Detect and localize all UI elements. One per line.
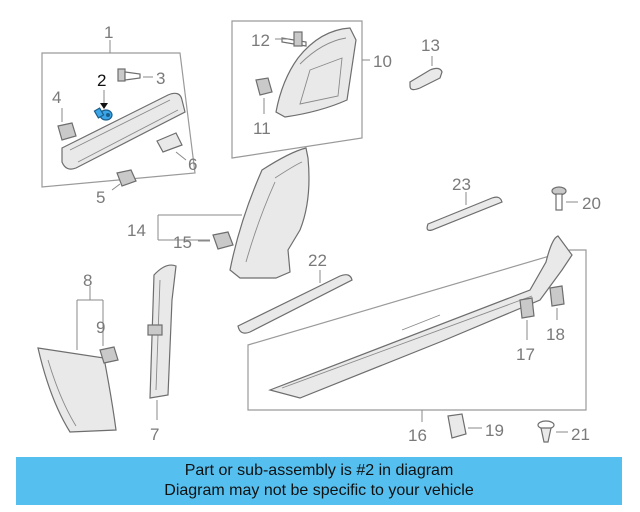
part-11-clip [255,77,273,96]
part-12-screw [281,31,307,47]
part-15-clip [212,231,234,250]
part-6-cap [156,132,183,153]
callout-4[interactable]: 4 [52,88,61,107]
callout-19[interactable]: 19 [485,421,504,440]
callout-20[interactable]: 20 [582,194,601,213]
banner-line-2: Diagram may not be specific to your vehi… [164,482,474,499]
callout-1[interactable]: 1 [104,23,113,42]
callout-6[interactable]: 6 [188,155,197,174]
parts-diagram: 1 3 4 2 5 6 10 [37,20,601,445]
part-14-b-pillar-upper [229,147,310,279]
callout-15[interactable]: 15 [173,233,192,252]
part-13-trim-piece [409,67,443,91]
part-9-clip [99,346,119,364]
part-16-sill-plate [268,235,573,399]
part-8-kick-panel [37,347,117,433]
part-10-upper-trim [275,27,357,118]
part-19-clip [447,413,467,439]
callout-3[interactable]: 3 [156,69,165,88]
part-4-clip [57,122,77,141]
callout-9[interactable]: 9 [96,318,105,337]
callout-22[interactable]: 22 [308,251,327,270]
callout-23[interactable]: 23 [452,175,471,194]
callout-10[interactable]: 10 [373,52,392,71]
part-21-push-clip [537,420,555,443]
part-20-screw [551,186,567,211]
group-1: 1 3 4 2 [41,23,196,188]
callout-18[interactable]: 18 [546,325,565,344]
callout-17[interactable]: 17 [516,345,535,364]
callout-14[interactable]: 14 [127,221,146,240]
part-17-clip [519,297,535,319]
callout-16[interactable]: 16 [408,426,427,445]
part-23-trim-strip [426,196,503,231]
callout-13[interactable]: 13 [421,36,440,55]
part-5-clip [116,169,137,187]
callout-8[interactable]: 8 [83,271,92,290]
group-10: 10 12 11 [231,20,392,159]
part-1-trim [61,92,186,170]
part-3-bolt [117,68,141,82]
group-16-frame [247,249,587,411]
part-2-fastener[interactable] [93,107,113,121]
callout-2[interactable]: 2 [97,71,106,90]
group-10-frame [231,20,363,159]
banner-line-1: Part or sub-assembly is #2 in diagram [184,462,454,479]
part-18-clip [549,285,565,307]
callout-12[interactable]: 12 [251,31,270,50]
callout-5[interactable]: 5 [96,188,105,207]
group-1-frame [41,52,196,188]
part-22-scuff-strip [237,274,353,334]
callout-21[interactable]: 21 [571,425,590,444]
info-banner: Part or sub-assembly is #2 in diagram Di… [16,457,622,505]
callout-11[interactable]: 11 [253,119,271,138]
callout-7[interactable]: 7 [150,425,159,444]
